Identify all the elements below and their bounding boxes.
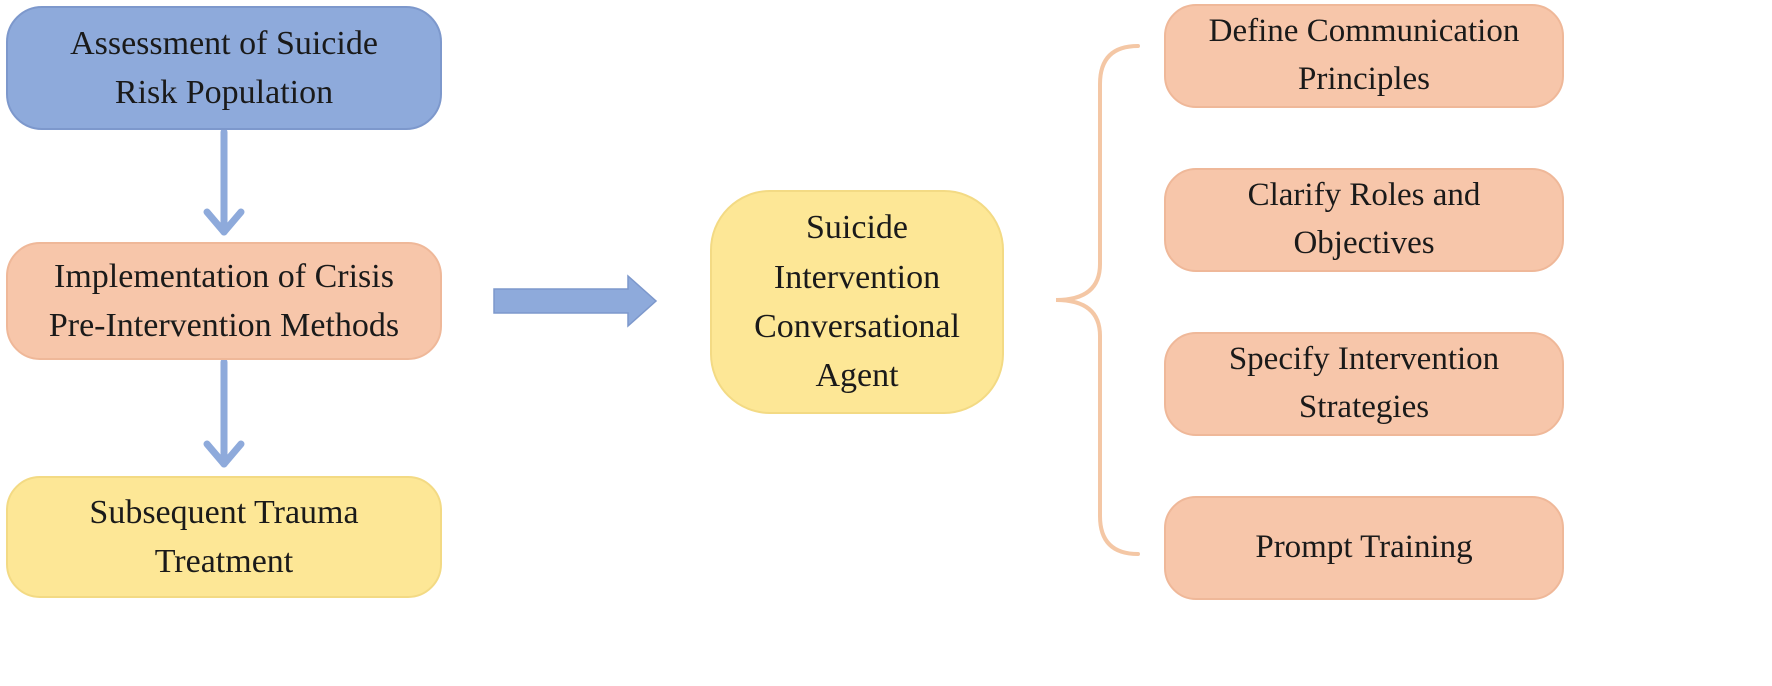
define-line-1: Define Communication	[1208, 13, 1520, 50]
assessment-box: Assessment of Suicide Risk Population	[6, 6, 442, 130]
arrow-down-1	[203, 128, 245, 236]
curly-brace	[1055, 44, 1140, 556]
subsequent-line-1: Subsequent Trauma	[89, 493, 359, 531]
assessment-line-1: Assessment of Suicide	[70, 24, 378, 62]
implementation-line-1: Implementation of Crisis	[54, 257, 394, 295]
agent-line-1: Suicide	[806, 209, 908, 247]
implementation-line-2: Pre-Intervention Methods	[48, 307, 400, 344]
implementation-box: Implementation of Crisis Pre-Interventio…	[6, 242, 442, 360]
arrow-right	[493, 274, 658, 328]
define-line-2: Principles	[1298, 61, 1430, 97]
prompt-line-1: Prompt Training	[1255, 529, 1473, 566]
clarify-roles-box: Clarify Roles and Objectives	[1164, 168, 1564, 272]
subsequent-treatment-box: Subsequent Trauma Treatment	[6, 476, 442, 598]
agent-line-2: Intervention	[773, 258, 941, 296]
arrow-down-2	[203, 358, 245, 468]
prompt-training-box: Prompt Training	[1164, 496, 1564, 600]
subsequent-line-2: Treatment	[154, 543, 294, 580]
agent-line-4: Agent	[815, 357, 899, 395]
agent-line-3: Conversational	[754, 308, 960, 345]
specify-line-1: Specify Intervention	[1228, 341, 1500, 378]
assessment-line-2: Risk Population	[114, 74, 334, 111]
specify-strategies-box: Specify Intervention Strategies	[1164, 332, 1564, 436]
specify-line-2: Strategies	[1298, 389, 1430, 425]
clarify-line-1: Clarify Roles and	[1247, 177, 1481, 214]
clarify-line-2: Objectives	[1293, 225, 1435, 261]
conversational-agent-box: Suicide Intervention Conversational Agen…	[710, 190, 1004, 414]
define-principles-box: Define Communication Principles	[1164, 4, 1564, 108]
